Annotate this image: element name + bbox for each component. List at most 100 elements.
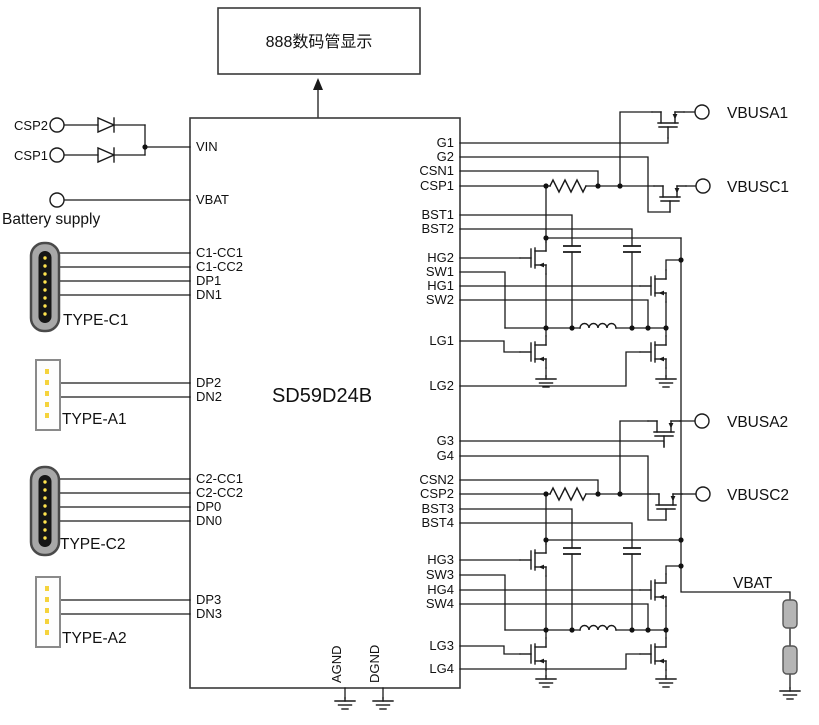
main-chip: SD59D24B [189,117,461,689]
pin-dn3: DN3 [196,606,222,621]
pin-g2: G2 [437,149,454,164]
wire-bst4 [459,522,633,631]
wire-sw2 [459,299,649,329]
junction-dots [142,144,684,633]
pin-sw4: SW4 [426,596,454,611]
right-pin-labels: G1 G2 CSN1 CSP1 BST1 BST2 HG2 SW1 HG1 SW… [419,135,454,676]
wire-gnd2 [545,669,667,677]
vbat-terminal [49,192,65,208]
pin-hg1: HG1 [427,278,454,293]
resistor-block-icon [782,599,798,629]
pin-vin: VIN [196,139,218,154]
wire-lg3 [459,645,521,655]
arrow-up-icon [313,78,323,90]
wire-bst2 [459,228,633,329]
pin-hg3: HG3 [427,552,454,567]
capacitor-icon [623,547,641,555]
mosfet-icon [647,420,681,448]
wire-vbat-branch1 [545,185,682,243]
diode-icon [97,116,116,134]
pin-lg4: LG4 [429,661,454,676]
vbusc2-label: VBUSC2 [727,487,789,504]
display-box: 888数码管显示 [217,7,421,119]
pin-dn0: DN0 [196,513,222,528]
diode-icon [97,146,116,164]
vbusc1-label: VBUSC1 [727,179,789,196]
pin-c2cc1: C2-CC1 [196,471,243,486]
pin-bst3: BST3 [421,501,454,516]
pin-vbat: VBAT [196,192,229,207]
left-wiring [58,124,384,699]
chip-name: SD59D24B [272,385,372,407]
resistor-block-icon [782,645,798,675]
pin-c1cc2: C1-CC2 [196,259,243,274]
wire-typec2 [58,478,191,522]
wire-bst3 [459,508,573,631]
wire-vin [144,124,191,156]
pin-sw3: SW3 [426,567,454,582]
vbusa2-label: VBUSA2 [727,414,788,431]
pin-dp1: DP1 [196,273,221,288]
connector-pins [43,256,47,316]
type-c1-label: TYPE-C1 [63,312,128,329]
vbusc1-terminal [695,178,711,194]
pin-hg2: HG2 [427,250,454,265]
battery-supply-label: Battery supply [2,211,100,228]
resistor-icon [549,486,587,502]
wire-sw3 [459,574,506,631]
pin-g1: G1 [437,135,454,150]
connector-pins [45,369,49,418]
wire-sw4 [459,603,649,631]
csp2-terminal [49,117,65,133]
type-a1-connector [35,359,61,431]
wire-g3 [459,440,665,448]
mosfet-icon [519,543,547,577]
pin-dp3: DP3 [196,592,221,607]
capacitor-icon [563,245,581,253]
ground-icon [779,687,801,700]
vbat-rail-label: VBAT [733,575,773,592]
pin-csp2: CSP2 [420,486,454,501]
pin-dp0: DP0 [196,499,221,514]
pin-csn2: CSN2 [419,472,454,487]
wire-vbat-branch2 [545,493,682,545]
ground-icon [535,675,557,688]
ground-icon [655,675,677,688]
wire-rh2-drain [665,565,682,575]
wire-gnd-pins [344,687,384,699]
mosfet-icon [519,335,547,369]
capacitor-icon [563,547,581,555]
pin-g4: G4 [437,448,454,463]
pin-csp1: CSP1 [420,178,454,193]
type-a1-label: TYPE-A1 [62,411,127,428]
connector-pins [43,480,47,540]
pin-c2cc2: C2-CC2 [196,485,243,500]
wire-g4 [459,455,667,521]
resistor-icon [549,178,587,194]
wire-typec1 [58,252,191,296]
mosfet-icon [651,111,685,139]
pin-lg3: LG3 [429,638,454,653]
pin-agnd: AGND [329,645,344,683]
pin-csn1: CSN1 [419,163,454,178]
ground-icon [372,697,394,710]
left-pin-labels: VIN VBAT C1-CC1 C1-CC2 DP1 DN1 DP2 DN2 C… [196,139,243,621]
pin-lg1: LG1 [429,333,454,348]
mosfet-icon [519,241,547,275]
inductor-icon [579,624,617,631]
wire-vbus2-tap [619,420,649,495]
wire-lg4 [459,653,641,670]
csp1-label: CSP1 [14,148,48,163]
type-c1-connector [29,241,61,333]
wire-rh1-drain [665,259,682,271]
type-a2-label: TYPE-A2 [62,630,127,647]
wire-typea2 [59,599,191,615]
wire-bst1 [459,214,573,329]
pin-dn1: DN1 [196,287,222,302]
pin-sw1: SW1 [426,264,454,279]
pin-sw2: SW2 [426,292,454,307]
ground-icon [655,375,677,388]
pin-g3: G3 [437,433,454,448]
pin-dgnd: DGND [367,645,382,683]
